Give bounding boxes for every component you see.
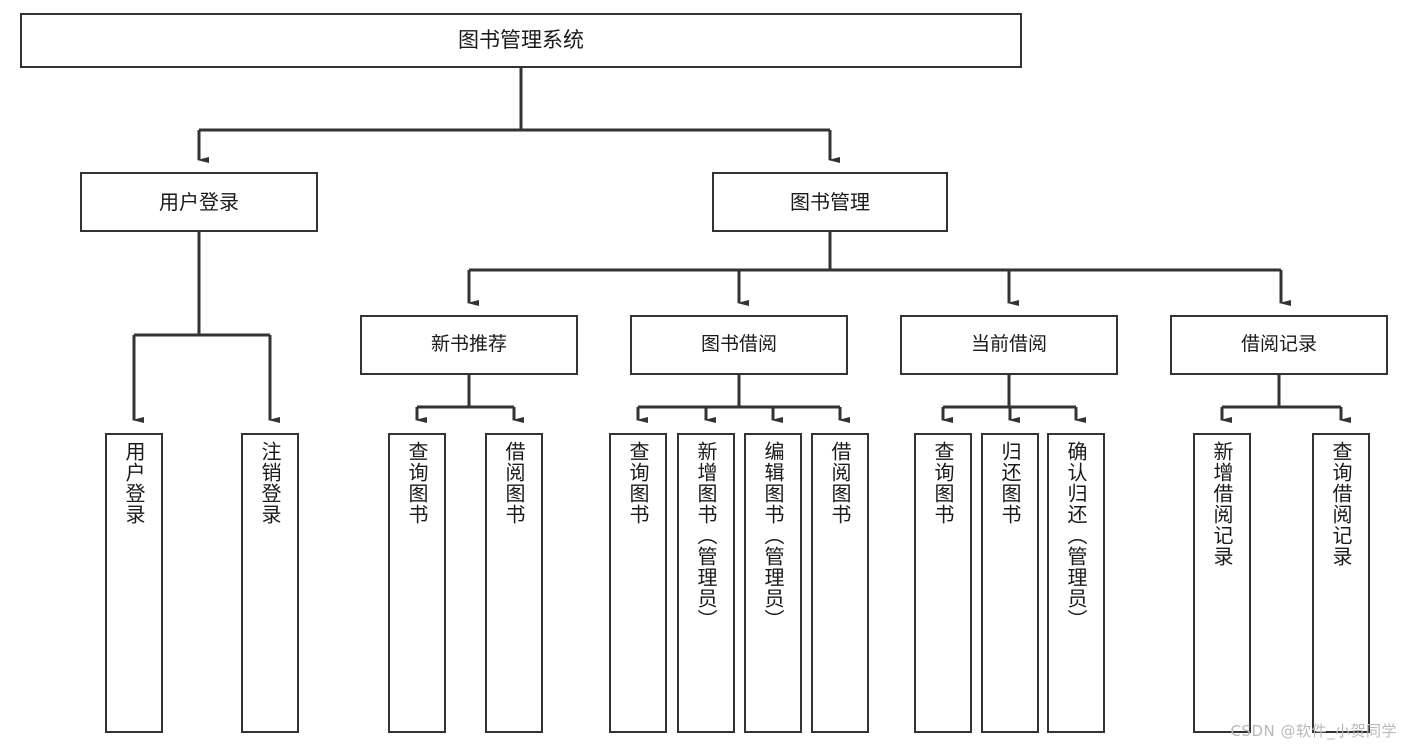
node-label: 借阅记录: [1240, 333, 1317, 356]
node-book-borrow[interactable]: 图书借阅: [630, 315, 848, 375]
node-label: 图书管理系统: [458, 27, 584, 52]
node-label: 新增图书（管理员）: [694, 441, 718, 630]
node-label: 编辑图书（管理员）: [761, 441, 785, 630]
node-label: 查询图书: [626, 441, 650, 525]
node-label: 确认归还（管理员）: [1064, 441, 1088, 630]
leaf-record-add-record[interactable]: 新增借阅记录: [1193, 433, 1251, 733]
node-label: 图书借阅: [700, 333, 777, 356]
node-borrow-record[interactable]: 借阅记录: [1170, 315, 1388, 375]
node-label: 注销登录: [258, 441, 282, 525]
node-label: 借阅图书: [828, 441, 852, 525]
node-label: 借阅图书: [502, 441, 526, 525]
node-label: 图书管理: [790, 189, 870, 214]
node-label: 用户登录: [122, 441, 146, 525]
leaf-borrow-edit-book-admin[interactable]: 编辑图书（管理员）: [744, 433, 802, 733]
leaf-user-login-signin[interactable]: 用户登录: [105, 433, 163, 733]
node-label: 新书推荐: [430, 333, 507, 356]
csdn-watermark: CSDN @软件_小贺同学: [1230, 722, 1397, 740]
node-label: 当前借阅: [970, 333, 1047, 356]
leaf-borrow-query-book[interactable]: 查询图书: [609, 433, 667, 733]
leaf-current-confirm-return-admin[interactable]: 确认归还（管理员）: [1047, 433, 1105, 733]
leaf-record-query-record[interactable]: 查询借阅记录: [1312, 433, 1370, 733]
leaf-recommend-borrow-book[interactable]: 借阅图书: [485, 433, 543, 733]
node-label: 用户登录: [159, 189, 239, 214]
node-label: 查询图书: [931, 441, 955, 525]
node-label: 新增借阅记录: [1210, 441, 1234, 567]
leaf-recommend-query-book[interactable]: 查询图书: [388, 433, 446, 733]
node-root-system[interactable]: 图书管理系统: [20, 13, 1022, 68]
leaf-borrow-add-book-admin[interactable]: 新增图书（管理员）: [677, 433, 735, 733]
leaf-borrow-borrow-book[interactable]: 借阅图书: [811, 433, 869, 733]
node-book-management[interactable]: 图书管理: [712, 172, 948, 232]
leaf-current-query-book[interactable]: 查询图书: [914, 433, 972, 733]
node-label: 归还图书: [998, 441, 1022, 525]
node-label: 查询图书: [405, 441, 429, 525]
node-label: 查询借阅记录: [1329, 441, 1353, 567]
leaf-user-login-signout[interactable]: 注销登录: [241, 433, 299, 733]
node-current-borrow[interactable]: 当前借阅: [900, 315, 1118, 375]
node-user-login[interactable]: 用户登录: [80, 172, 318, 232]
node-new-book-recommend[interactable]: 新书推荐: [360, 315, 578, 375]
leaf-current-return-book[interactable]: 归还图书: [981, 433, 1039, 733]
